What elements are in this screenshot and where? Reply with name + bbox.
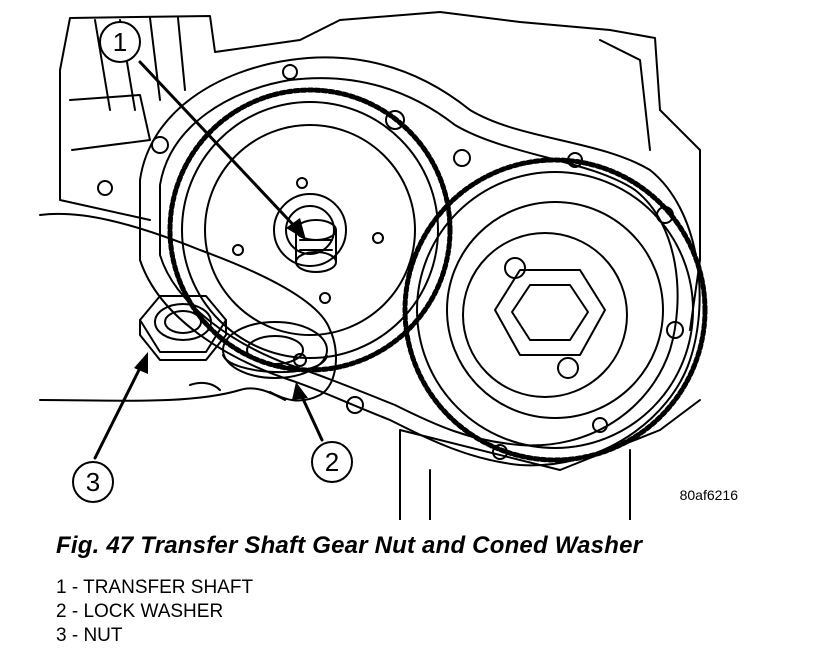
figure-id: 80af6216 — [680, 487, 739, 503]
callout-1: 1 — [99, 21, 141, 63]
figure-caption: Fig. 47 Transfer Shaft Gear Nut and Cone… — [56, 532, 643, 559]
callout-2-arrowhead — [292, 382, 308, 400]
nut-drawing — [139, 295, 227, 361]
lock-washer-drawing — [222, 321, 328, 379]
housing-cover-outline — [97, 56, 701, 467]
callout-3-label: 3 — [86, 467, 100, 497]
callout-2-label: 2 — [325, 447, 339, 477]
callout-3: 3 — [72, 461, 114, 503]
callout-2: 2 — [311, 441, 353, 483]
hand-outline — [39, 212, 337, 402]
transfer-gear — [167, 87, 453, 373]
legend-item-2: 2 - LOCK WASHER — [56, 601, 224, 622]
engine-block-outline — [59, 11, 701, 520]
drive-gear — [402, 157, 708, 463]
transfer-shaft-gear-illustration: 1 2 3 80af6216 — [39, 11, 739, 520]
callout-3-arrowhead — [134, 352, 148, 374]
callout-1-arrowhead — [286, 218, 306, 240]
legend-item-3: 3 - NUT — [56, 625, 123, 646]
callout-legend: 1 - TRANSFER SHAFT 2 - LOCK WASHER 3 - N… — [56, 576, 253, 648]
callout-1-label: 1 — [113, 27, 127, 57]
legend-item-1: 1 - TRANSFER SHAFT — [56, 577, 254, 598]
